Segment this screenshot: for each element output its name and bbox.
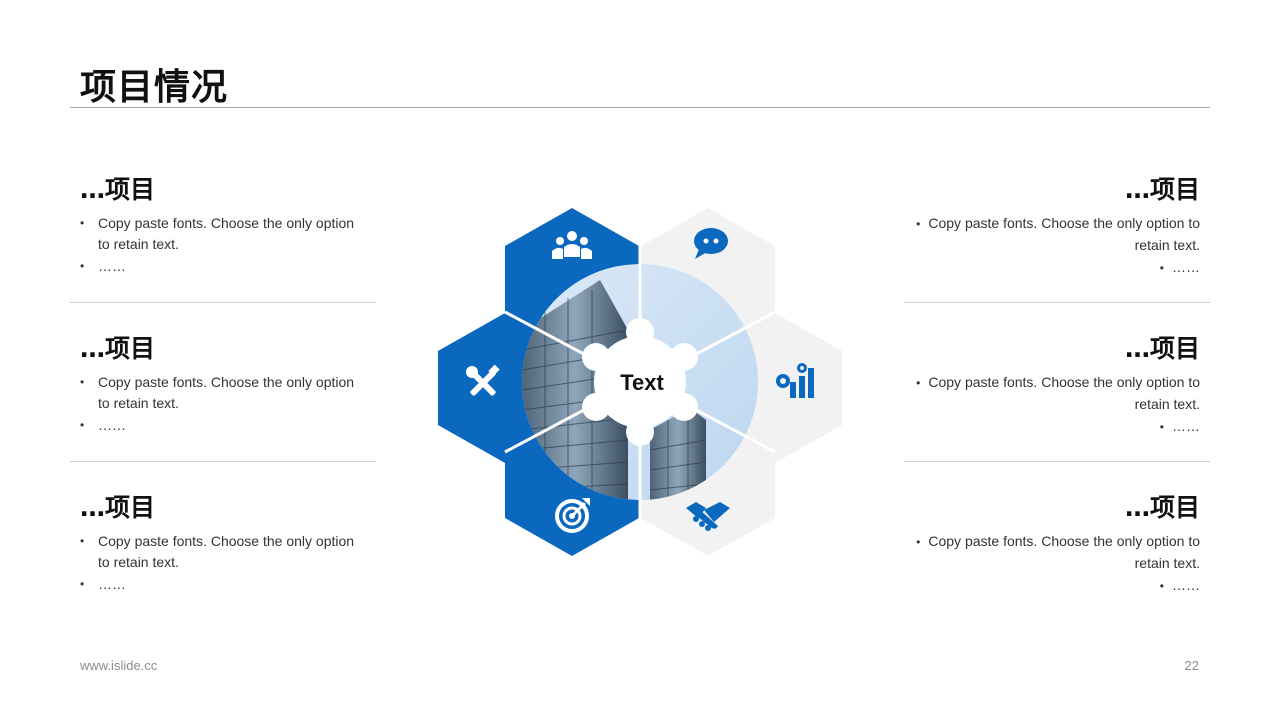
block-divider xyxy=(904,302,1210,303)
tools-icon xyxy=(466,364,500,396)
bullet-list: Copy paste fonts. Choose the only option… xyxy=(80,213,366,278)
bullet-item: Copy paste fonts. Choose the only option… xyxy=(80,213,366,255)
page-title: 项目情况 xyxy=(80,67,229,108)
block-heading: …项目 xyxy=(80,175,156,204)
bullet-item: Copy paste fonts. Choose the only option… xyxy=(80,372,366,414)
bullet-item: • …… xyxy=(914,257,1200,279)
bullet-dot: • xyxy=(916,217,921,231)
bullet-text: …… xyxy=(1172,259,1200,275)
bullet-item: Copy paste fonts. Choose the only option… xyxy=(80,531,366,573)
title-divider xyxy=(70,107,1210,108)
bullet-item: • Copy paste fonts. Choose the only optio… xyxy=(914,531,1200,574)
block-divider xyxy=(70,302,376,303)
block-heading: …项目 xyxy=(1124,334,1200,363)
block-heading: …项目 xyxy=(1124,493,1200,522)
bullet-item: …… xyxy=(80,574,366,595)
handshake-icon xyxy=(686,502,730,531)
bullet-list: • Copy paste fonts. Choose the only optio… xyxy=(914,531,1200,598)
bullet-item: • …… xyxy=(914,575,1200,597)
bullet-item: • Copy paste fonts. Choose the only optio… xyxy=(914,213,1200,256)
block-heading: …项目 xyxy=(80,334,156,363)
bullet-item: …… xyxy=(80,415,366,436)
block-heading: …项目 xyxy=(1124,175,1200,204)
page-number: 22 xyxy=(1184,658,1199,673)
bullet-dot: • xyxy=(1159,420,1164,434)
block-divider xyxy=(70,461,376,462)
bullet-text: Copy paste fonts. Choose the only option… xyxy=(928,215,1200,253)
bullet-text: …… xyxy=(1172,577,1200,593)
bullet-item: …… xyxy=(80,256,366,277)
chart-gear-icon xyxy=(776,363,814,398)
bullet-item: • …… xyxy=(914,416,1200,438)
chat-bubble-icon xyxy=(694,228,728,259)
center-label: Text xyxy=(620,370,664,395)
bullet-list: • Copy paste fonts. Choose the only optio… xyxy=(914,372,1200,439)
block-divider xyxy=(904,461,1210,462)
block-heading: …项目 xyxy=(80,493,156,522)
target-icon xyxy=(555,498,590,533)
bullet-text: …… xyxy=(1172,418,1200,434)
bullet-list: Copy paste fonts. Choose the only option… xyxy=(80,531,366,596)
center-hub xyxy=(582,318,698,446)
footer-url: www.islide.cc xyxy=(80,658,158,673)
bullet-text: Copy paste fonts. Choose the only option… xyxy=(928,533,1200,571)
team-icon xyxy=(552,231,592,259)
bullet-list: • Copy paste fonts. Choose the only optio… xyxy=(914,213,1200,280)
bullet-dot: • xyxy=(916,535,921,549)
bullet-dot: • xyxy=(1159,579,1164,593)
bullet-text: Copy paste fonts. Choose the only option… xyxy=(928,374,1200,412)
bullet-dot: • xyxy=(916,376,921,390)
bullet-item: • Copy paste fonts. Choose the only optio… xyxy=(914,372,1200,415)
bullet-list: Copy paste fonts. Choose the only option… xyxy=(80,372,366,437)
bullet-dot: • xyxy=(1159,261,1164,275)
